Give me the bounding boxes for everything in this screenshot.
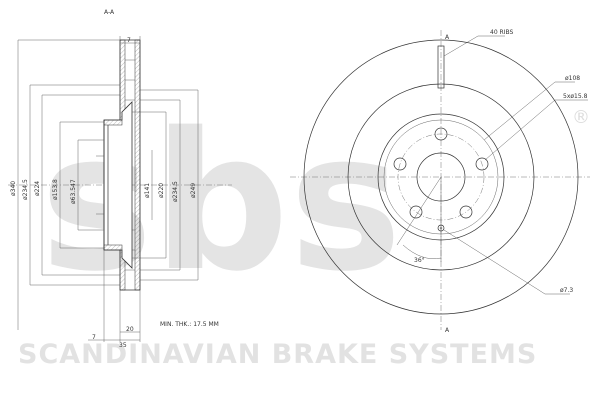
- front-view: A A 40 RIBS ø108: [290, 29, 590, 334]
- vane-slot: [437, 45, 445, 89]
- watermark-tagline: SCANDINAVIAN BRAKE SYSTEMS: [18, 339, 537, 370]
- dia-224: ø224: [34, 181, 41, 196]
- dia-340: ø340: [10, 181, 17, 196]
- friction-track-inner: [347, 83, 535, 271]
- bolt-hole: [459, 205, 473, 219]
- dia-63-547: ø63.547: [70, 179, 77, 204]
- section-title: A-A: [104, 9, 115, 16]
- sbs-watermark: sbs ® SCANDINAVIAN BRAKE SYSTEMS: [18, 92, 590, 370]
- registered-mark: ®: [572, 107, 590, 128]
- bolt-hole: [434, 127, 448, 141]
- outer-plate: [134, 39, 141, 291]
- angle-label: 36°: [414, 257, 425, 264]
- disc-outer-edge: [303, 39, 579, 315]
- min-thickness-note: MIN. THK.: 17.5 MM: [160, 321, 219, 328]
- pcd-label: ø108: [565, 75, 580, 82]
- dia-153-8: ø153.8: [52, 179, 59, 200]
- section-mark-bottom: A: [445, 327, 450, 334]
- bolt-holes: [393, 127, 489, 219]
- section-mark-top: A: [445, 34, 450, 41]
- vanes-label: 40 RIBS: [490, 29, 513, 36]
- dia-220: ø220: [158, 183, 165, 198]
- bolt-hole: [475, 157, 489, 171]
- dia-141: ø141: [144, 183, 151, 198]
- height-dim: 35: [119, 342, 127, 349]
- sbs-logo-text: sbs: [40, 92, 402, 313]
- bolt-holes-label: 5xø15.8: [563, 93, 588, 100]
- top-width-dim: 7: [127, 37, 131, 44]
- pin-hole-label: ø7.3: [560, 287, 573, 294]
- dia-249: ø249: [190, 183, 197, 198]
- dia-234-5-left: ø234.5: [22, 179, 29, 200]
- bolt-hole: [409, 205, 423, 219]
- bolt-hole: [393, 157, 407, 171]
- dia-234-5-right: ø234.5: [172, 181, 179, 202]
- hat-offset-dim: 7: [92, 334, 96, 341]
- section-view: A-A: [8, 9, 232, 349]
- angle-arc: [402, 244, 442, 259]
- thickness-dim: 20: [126, 326, 134, 333]
